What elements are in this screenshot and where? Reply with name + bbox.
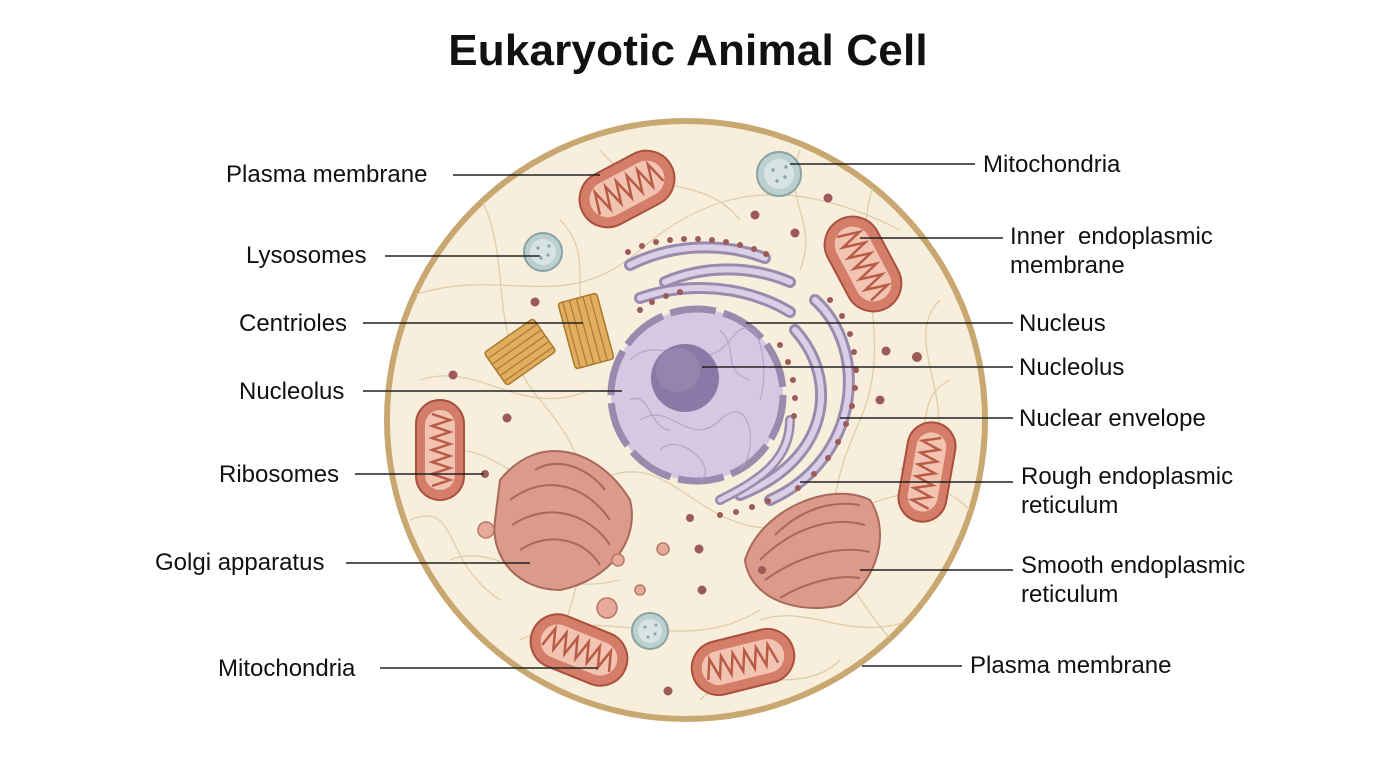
label-plasma-membrane-left: Plasma membrane [226,161,428,188]
label-line: reticulum [1021,492,1119,519]
label-centrioles: Centrioles [239,310,348,337]
label-nucleolus-right: Nucleolus [1019,354,1125,381]
lysosome-top [756,151,802,197]
diagram-title: Eukaryotic Animal Cell [448,26,928,75]
label-lysosomes: Lysosomes [246,242,367,269]
label-nucleus: Nucleus [1019,310,1106,337]
golgi-vesicles [477,521,670,619]
mitochondrion-top-left [578,149,676,229]
label-nuclear-envelope: Nuclear envelope [1019,405,1206,432]
label-smooth-endoplasmic-reticulum: Smooth endoplasmic reticulum [1021,551,1245,609]
lysosome-upper-left [523,232,563,272]
lysosome-bottom [631,612,669,650]
label-line: Smooth endoplasmic [1021,552,1246,579]
golgi-apparatus-right [743,492,881,609]
er-ribosome-dots [625,236,859,518]
label-nucleolus-left: Nucleolus [239,378,345,405]
label-line: Rough endoplasmic [1021,463,1234,490]
leader-lines [346,163,1013,669]
label-golgi-apparatus: Golgi apparatus [155,549,325,576]
centriole-b [557,292,615,370]
label-rough-endoplasmic-reticulum: Rough endoplasmic reticulum [1021,462,1233,520]
nucleus [607,305,787,485]
label-inner-endoplasmic-membrane: Inner endoplasmic membrane [1010,222,1213,280]
mitochondrion-right [897,421,957,523]
free-ribosomes [448,193,922,696]
label-plasma-membrane-right: Plasma membrane [970,652,1172,679]
mitochondrion-left [415,399,465,501]
label-line: membrane [1010,252,1125,279]
label-line: reticulum [1021,581,1119,608]
mitochondrion-top-right [823,215,903,313]
mitochondrion-bottom-right [690,627,796,697]
label-mitochondria-right: Mitochondria [983,151,1121,178]
label-line: Inner endoplasmic [1010,223,1213,250]
golgi-apparatus-left [493,450,633,592]
label-mitochondria-left: Mitochondria [218,655,356,682]
centriole-a [484,318,556,386]
label-ribosomes: Ribosomes [219,461,340,488]
